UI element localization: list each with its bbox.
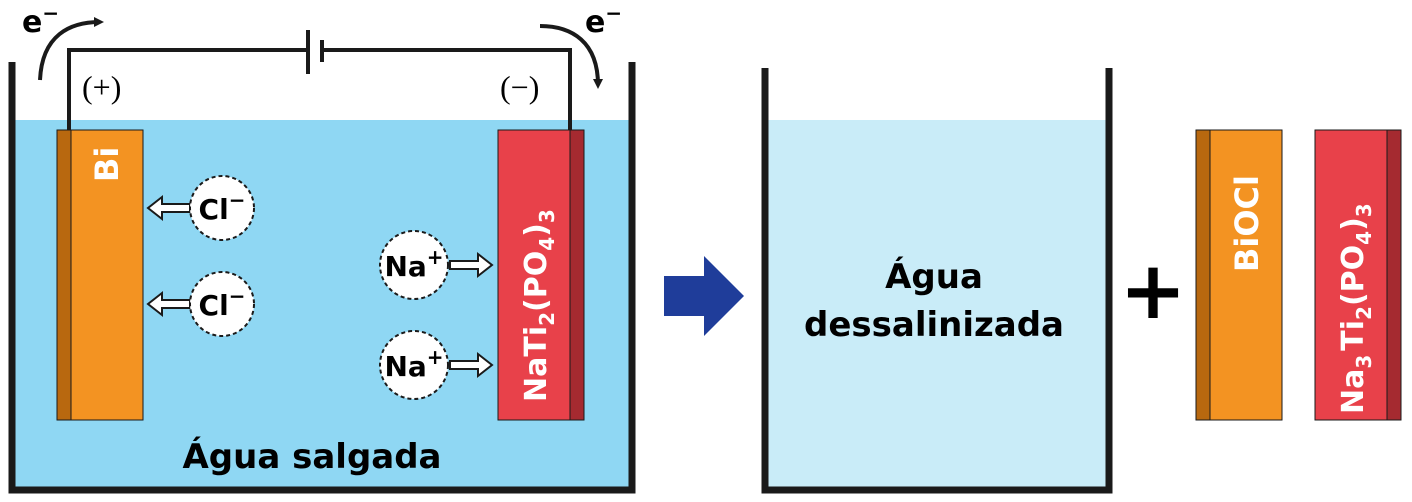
biocl-label: BiOCl [1228, 175, 1266, 272]
fresh-water [765, 120, 1109, 490]
process-arrow [664, 256, 744, 336]
na3ti2-face [1314, 129, 1388, 421]
sodium-ion-2: Na+ [379, 330, 494, 400]
ion-circle [379, 330, 449, 400]
electron-flow-left: e− [22, 1, 104, 81]
electron-label-right: e− [585, 1, 622, 40]
positive-terminal-label: (+) [82, 69, 121, 105]
sodium-ion-1: Na+ [379, 230, 494, 300]
ion-label: Cl− [199, 284, 246, 322]
nati-electrode-face [497, 129, 571, 421]
electron-label-left: e− [22, 1, 59, 40]
ion-label: Na+ [384, 345, 443, 383]
biocl-face [1209, 129, 1283, 421]
plus-sign: + [1119, 244, 1186, 337]
electron-arrow-left [38, 17, 104, 81]
bi-electrode-face [70, 129, 144, 421]
ion-arrow [146, 290, 191, 318]
chloride-ion-1: Cl− [146, 175, 255, 241]
bi-electrode-edge [56, 129, 72, 421]
na3ti2-label: Na3Ti2(PO4)3 [1336, 203, 1376, 414]
biocl-edge [1195, 129, 1211, 421]
electron-arrow-right [539, 24, 603, 89]
na3ti2-edge [1386, 129, 1402, 421]
ion-label: Cl− [199, 188, 246, 226]
external-circuit [67, 30, 572, 130]
ion-arrow [146, 194, 191, 222]
negative-terminal-label: (−) [500, 69, 539, 105]
beaker-desalinated-water: Água dessalinizada [761, 68, 1113, 494]
ion-arrow [449, 251, 494, 279]
ion-label: Na+ [384, 245, 443, 283]
nati-electrode: NaTi2(PO4)3 [497, 129, 585, 421]
ion-circle [189, 175, 255, 241]
salt-water-label: Água salgada [182, 436, 441, 477]
chloride-ion-2: Cl− [146, 271, 255, 337]
nati-electrode-label: NaTi2(PO4)3 [519, 209, 559, 402]
electron-flow-right: e− [539, 1, 622, 89]
beaker-2-outline [761, 68, 1113, 494]
ion-circle [379, 230, 449, 300]
bi-electrode: Bi [56, 129, 144, 421]
na3ti2-product: Na3Ti2(PO4)3 [1314, 129, 1402, 421]
ion-arrow [449, 351, 494, 379]
desalinated-water-label-line2: dessalinizada [804, 305, 1064, 345]
bi-electrode-label: Bi [88, 147, 126, 182]
circuit-wire [67, 48, 572, 130]
ion-circle [189, 271, 255, 337]
nati-electrode-edge [569, 129, 585, 421]
beaker-1-outline [8, 62, 636, 494]
desalinated-water-label-line1: Água [885, 256, 983, 297]
biocl-product: BiOCl [1195, 129, 1283, 421]
